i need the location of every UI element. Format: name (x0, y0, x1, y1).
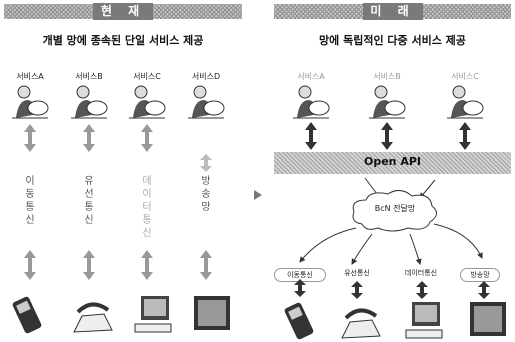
double-arrow-icon (294, 279, 306, 297)
person-icon (447, 85, 484, 119)
person-icon (12, 85, 49, 119)
double-arrow-icon (200, 250, 212, 280)
person-icon (293, 85, 330, 119)
bcn-cloud-icon (352, 190, 437, 232)
network-data-label: 데이터통신 (142, 176, 152, 239)
service-a-label: 서비스A (16, 72, 44, 81)
network-wired-label: 유선통신 (84, 176, 94, 226)
double-arrow-icon (478, 281, 490, 299)
double-arrow-icon (141, 124, 153, 152)
service-b-label: 서비스B (373, 72, 401, 81)
network-broadcast-label: 방송망 (460, 268, 500, 282)
television-icon (470, 302, 506, 336)
future-header: 미 래 (362, 3, 423, 20)
open-api-label: Open API (363, 155, 421, 168)
television-icon (194, 296, 230, 330)
current-header: 현 재 (93, 3, 153, 20)
double-arrow-icon (305, 122, 317, 150)
double-arrow-icon (24, 124, 36, 152)
telephone-icon (73, 302, 113, 333)
mobile-phone-icon (284, 302, 314, 340)
network-connections (299, 177, 483, 265)
current-panel: 현 재 개별 망에 종속된 단일 서비스 제공 서비스A 서비스B 서비스C 서… (0, 0, 246, 342)
person-icon (369, 85, 406, 119)
network-wired-label: 유선통신 (344, 269, 370, 277)
person-icon (71, 85, 108, 119)
double-arrow-icon (381, 122, 393, 150)
person-icon (188, 85, 225, 119)
double-arrow-icon (459, 122, 471, 150)
network-data-label: 데이터통신 (404, 269, 438, 277)
double-arrow-icon (83, 250, 95, 280)
service-c-label: 서비스C (451, 72, 479, 81)
service-a-label: 서비스A (297, 72, 325, 81)
service-b-label: 서비스B (75, 72, 103, 81)
service-d-label: 서비스D (191, 72, 221, 81)
current-subtitle: 개별 망에 종속된 단일 서비스 제공 (42, 34, 204, 47)
open-api-band (274, 152, 511, 174)
double-arrow-icon (416, 281, 428, 299)
network-mobile-label: 이동통신 (25, 176, 35, 226)
future-panel: 미 래 망에 독립적인 다중 서비스 제공 서비스A 서비스B 서비스C Ope… (270, 0, 515, 342)
person-icon (129, 85, 166, 119)
chevron-right-icon (254, 190, 262, 200)
double-arrow-icon (83, 124, 95, 152)
bcn-network-label: BcN 전달망 (374, 204, 416, 213)
telephone-icon (341, 308, 381, 339)
future-subtitle: 망에 독립적인 다중 서비스 제공 (319, 34, 466, 47)
computer-icon (134, 296, 172, 333)
double-arrow-icon (200, 154, 212, 172)
double-arrow-icon (141, 250, 153, 280)
mobile-phone-icon (12, 296, 42, 334)
service-c-label: 서비스C (133, 72, 161, 81)
network-broadcast-label: 방송망 (201, 176, 211, 213)
double-arrow-icon (351, 281, 363, 299)
double-arrow-icon (24, 250, 36, 280)
computer-icon (405, 302, 443, 339)
